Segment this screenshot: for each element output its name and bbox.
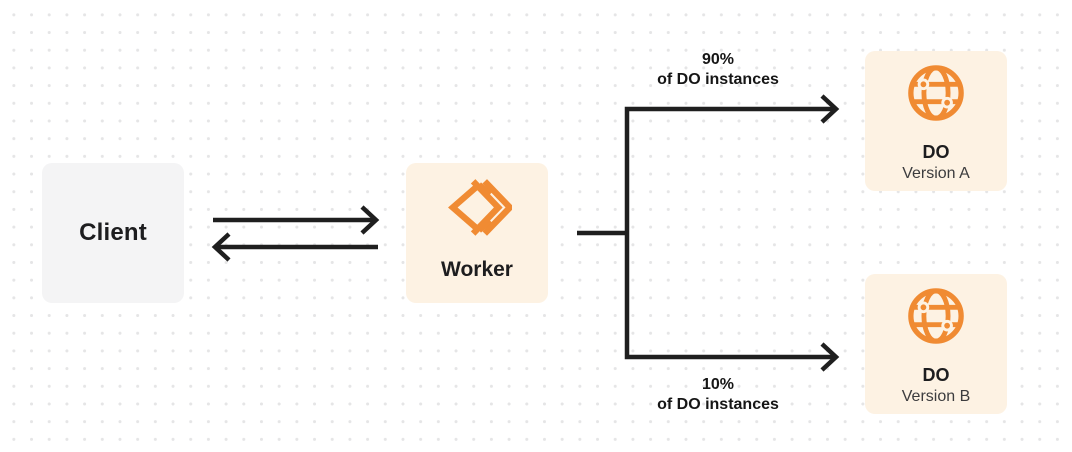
- do-b-subtitle: Version B: [901, 388, 971, 405]
- globe-icon: [908, 65, 964, 121]
- edge-label-10-line1: 10%: [701, 376, 735, 393]
- do-version-b-node: DO Version B: [865, 274, 1007, 414]
- do-b-title: DO: [922, 365, 950, 385]
- do-a-title: DO: [922, 142, 950, 162]
- arrow-worker-to-client: [211, 232, 378, 262]
- client-label: Client: [79, 219, 147, 246]
- client-node: Client: [42, 163, 184, 303]
- do-a-subtitle: Version A: [902, 165, 970, 182]
- connector-worker-split: [577, 106, 833, 360]
- edge-label-90-line1: 90%: [701, 51, 735, 68]
- arrow-to-do-version-a: [820, 94, 840, 124]
- edge-label-10-line2: of DO instances: [657, 396, 779, 413]
- globe-icon: [908, 288, 964, 344]
- edge-label-10-percent: 10% of DO instances: [593, 375, 843, 415]
- worker-label: Worker: [441, 258, 513, 281]
- do-version-a-node: DO Version A: [865, 51, 1007, 191]
- arrow-to-do-version-b: [820, 342, 840, 372]
- worker-node: Worker: [406, 163, 548, 303]
- workers-icon: [448, 179, 512, 236]
- edge-label-90-line2: of DO instances: [657, 71, 779, 88]
- arrow-client-to-worker: [213, 205, 380, 235]
- edge-label-90-percent: 90% of DO instances: [593, 50, 843, 90]
